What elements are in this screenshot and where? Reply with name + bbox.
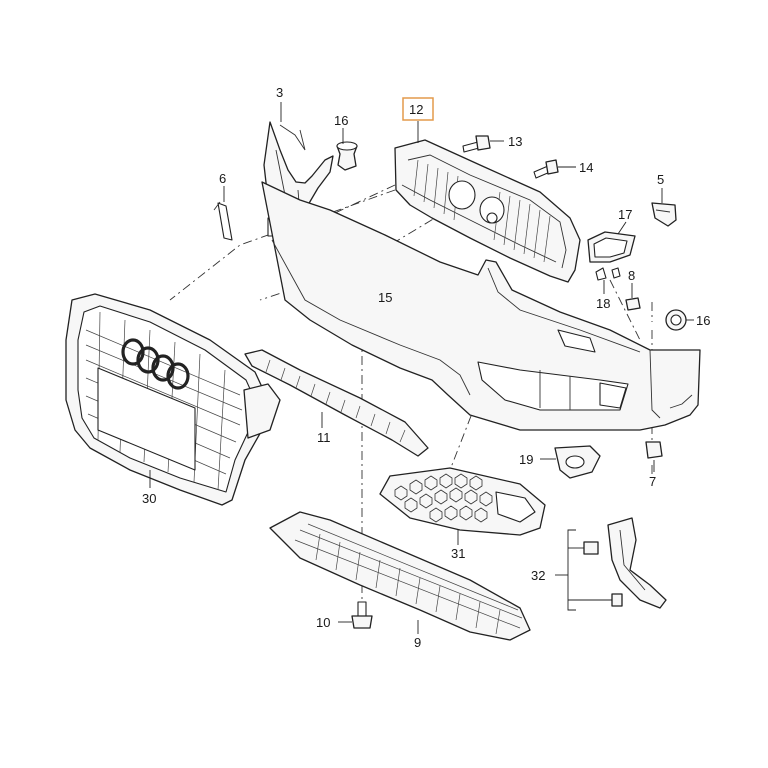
part-13-bolt [462, 135, 504, 153]
part-30-radiator-grille [65, 293, 281, 506]
part-9-undertray [269, 511, 531, 641]
callout-19: 19 [519, 452, 533, 467]
callout-9: 9 [414, 635, 421, 650]
callout-11: 11 [317, 430, 331, 445]
callout-8: 8 [628, 268, 635, 283]
audi-rings-emblem [121, 338, 190, 390]
callout-18: 18 [596, 296, 610, 311]
part-19-lamp-cover [540, 445, 601, 479]
part-10-screw [338, 601, 373, 629]
part-32-side-bracket [555, 517, 667, 611]
callout-5: 5 [657, 172, 664, 187]
callout-13: 13 [508, 134, 522, 149]
part-31-honeycomb-grille [379, 467, 546, 545]
part-16-clip-top [336, 128, 358, 171]
part-12-highlight-box [402, 97, 434, 121]
part-8-clip [625, 283, 641, 311]
part-17-frame [587, 221, 636, 263]
part-5-bracket [651, 188, 677, 227]
callout-32: 32 [531, 568, 545, 583]
bumper-cover [261, 181, 701, 431]
callout-6: 6 [219, 171, 226, 186]
callout-15: 15 [378, 290, 392, 305]
callout-labels: 3 6 16 12 13 14 5 17 8 18 16 15 11 30 10… [142, 85, 710, 650]
callout-16-top: 16 [334, 113, 348, 128]
callout-7: 7 [649, 474, 656, 489]
part-16-clip-right [665, 309, 694, 331]
callout-14: 14 [579, 160, 593, 175]
callout-10: 10 [316, 615, 330, 630]
part-14-screw [533, 159, 576, 179]
callout-16-right: 16 [696, 313, 710, 328]
part-18-clip [595, 267, 621, 294]
callout-31: 31 [451, 546, 465, 561]
part-12-grille-carrier [394, 97, 581, 283]
callout-3: 3 [276, 85, 283, 100]
part-6-tab [213, 186, 233, 241]
callout-30: 30 [142, 491, 156, 506]
part-7-clip [645, 441, 663, 472]
callout-17: 17 [618, 207, 632, 222]
part-11-lower-strip [244, 349, 429, 457]
callout-12: 12 [409, 102, 423, 117]
